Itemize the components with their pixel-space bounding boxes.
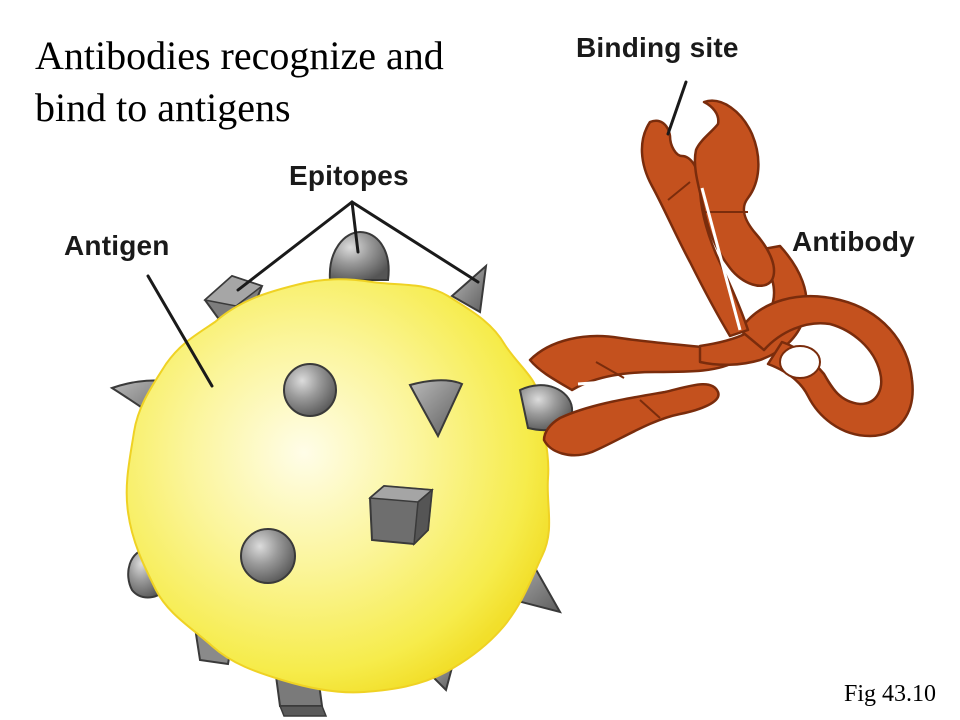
slide-title: Antibodies recognize and bind to antigen… bbox=[35, 30, 555, 134]
antigen-particle bbox=[125, 278, 551, 694]
label-binding-site: Binding site bbox=[576, 32, 739, 63]
leader-epitope-left bbox=[236, 200, 354, 292]
leader-epitope-right bbox=[350, 200, 480, 284]
epitope-sphere-lower bbox=[240, 528, 296, 584]
leader-lines bbox=[146, 80, 688, 388]
epitope-cube-center bbox=[368, 484, 434, 547]
figure-caption: Fig 43.10 bbox=[843, 681, 936, 707]
antibody-loop-hole bbox=[779, 345, 821, 379]
title-line-1: Antibodies recognize and bbox=[35, 33, 444, 78]
label-antigen: Antigen bbox=[64, 230, 170, 261]
label-antibody: Antibody bbox=[792, 226, 915, 257]
title-line-2: bind to antigens bbox=[35, 85, 291, 130]
leader-epitope-middle bbox=[350, 200, 360, 254]
epitope-cone-upper bbox=[408, 379, 464, 439]
leader-antigen bbox=[146, 274, 214, 388]
antibody bbox=[528, 99, 914, 457]
epitope-sphere-upper bbox=[283, 363, 337, 417]
label-epitopes: Epitopes bbox=[289, 160, 409, 191]
antibody-arm-lower-bottom bbox=[542, 383, 720, 457]
antibody-tail bbox=[738, 295, 914, 438]
epitope-top-right-cone bbox=[450, 263, 488, 314]
epitope-top-dome bbox=[328, 230, 390, 281]
antibody-arm-lower bbox=[528, 334, 740, 392]
leader-binding-site bbox=[666, 80, 688, 136]
